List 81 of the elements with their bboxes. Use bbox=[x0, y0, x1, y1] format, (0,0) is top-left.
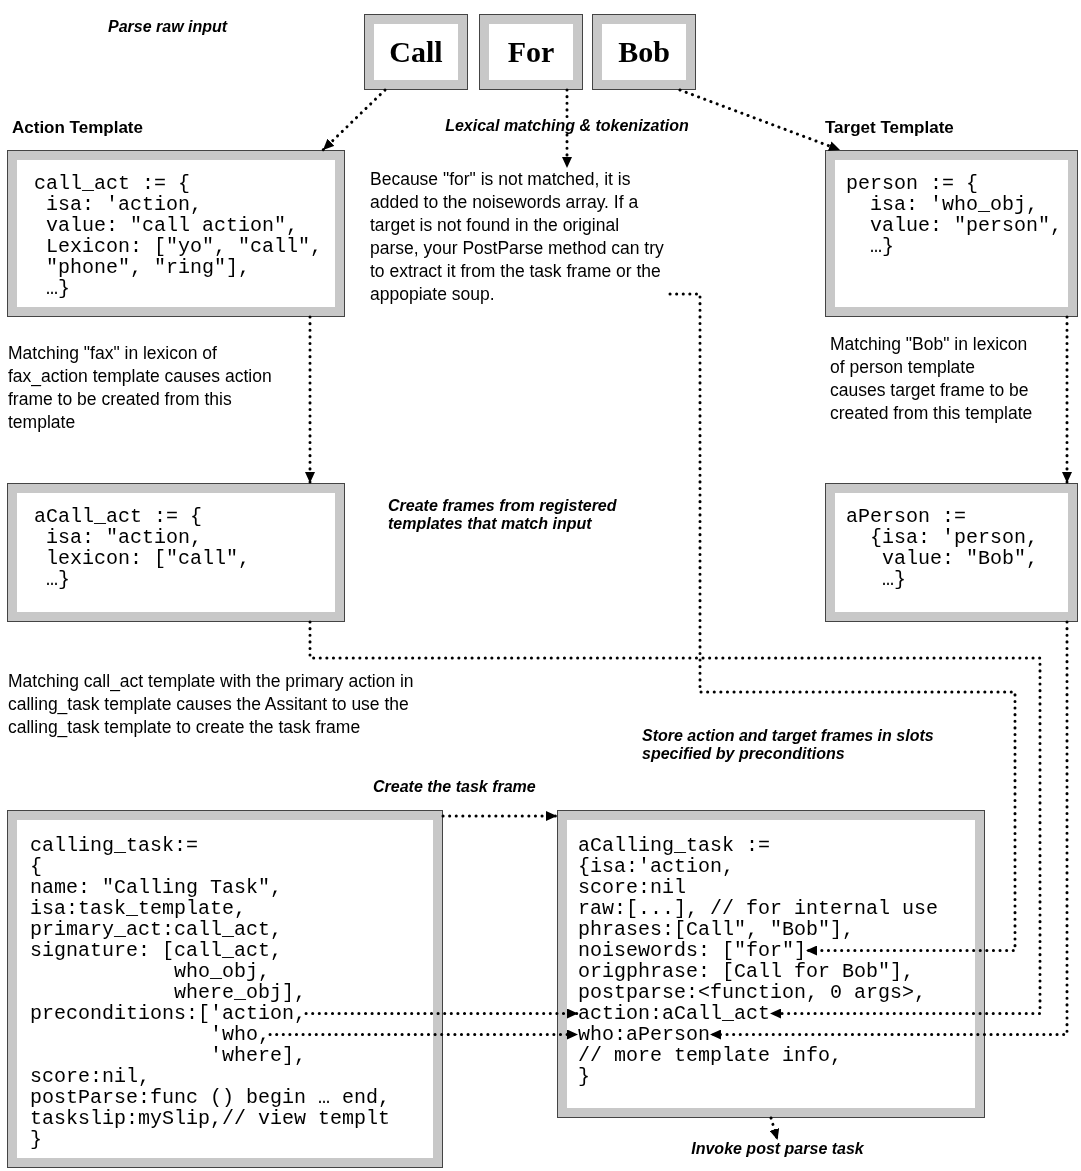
code-frame-box bbox=[825, 150, 1078, 317]
code-line: aCall_act := { bbox=[34, 506, 203, 527]
code-line: who_obj, bbox=[173, 961, 271, 982]
code-line: taskslip:mySlip,// view templt bbox=[30, 1108, 391, 1129]
code-line: aPerson := bbox=[846, 506, 967, 527]
code-line: isa: "action, bbox=[45, 527, 203, 548]
code-line: phrases:[Call", "Bob"], bbox=[578, 919, 855, 940]
code-line: { bbox=[30, 856, 42, 877]
code-line: who:aPerson bbox=[578, 1024, 711, 1045]
code-line: signature: [call_act, bbox=[30, 940, 283, 961]
code-line: "phone", "ring"], bbox=[45, 257, 251, 278]
code-line: lexicon: ["call", bbox=[45, 548, 251, 569]
token-box bbox=[364, 14, 468, 90]
code-line: origphrase: [Call for Bob"], bbox=[578, 961, 915, 982]
annotation-text: Lexical matching & tokenization bbox=[400, 117, 734, 135]
token-word: For bbox=[506, 35, 556, 69]
dotted-arrow bbox=[1062, 315, 1072, 485]
token-word: Bob bbox=[617, 35, 671, 69]
code-line: isa: 'action, bbox=[45, 194, 203, 215]
dotted-line bbox=[565, 88, 569, 119]
code-line: value: "person", bbox=[869, 215, 1063, 236]
dotted-arrow bbox=[268, 1029, 580, 1040]
dotted-arrow bbox=[304, 1008, 580, 1019]
dotted-arrow bbox=[321, 88, 387, 152]
code-line: isa: 'who_obj, bbox=[869, 194, 1039, 215]
step-caption: Create frames from registered templates that match input bbox=[388, 497, 618, 533]
code-line: noisewords: ["for"] bbox=[578, 940, 807, 961]
frame-heading: Action Template bbox=[12, 118, 143, 138]
code-line: value: "call action", bbox=[45, 215, 299, 236]
token-word: Call bbox=[388, 35, 444, 69]
code-line: Lexicon: ["yo", "call", bbox=[45, 236, 323, 257]
code-line: where_obj], bbox=[173, 982, 307, 1003]
code-line: value: "Bob", bbox=[881, 548, 1039, 569]
code-line: 'where], bbox=[209, 1045, 307, 1066]
explanation-text: Matching call_act template with the primary action in calling_task template causes the Assitant to use the calling_task template to create the task frame bbox=[8, 670, 415, 739]
code-line: …} bbox=[45, 569, 70, 590]
code-line: person := { bbox=[846, 173, 979, 194]
dotted-arrow bbox=[769, 1116, 780, 1142]
annotation-text: Invoke post parse task bbox=[640, 1140, 915, 1158]
code-line: aCalling_task := bbox=[578, 835, 771, 856]
code-frame-box bbox=[7, 483, 345, 622]
code-line: isa:task_template, bbox=[30, 898, 247, 919]
dotted-arrow bbox=[308, 620, 1042, 1019]
code-line: // more template info, bbox=[578, 1045, 843, 1066]
code-frame-box bbox=[7, 810, 443, 1168]
code-line: call_act := { bbox=[34, 173, 191, 194]
code-line: raw:[...], // for internal use bbox=[578, 898, 939, 919]
dotted-arrow bbox=[441, 811, 559, 821]
code-line: preconditions:['action, bbox=[30, 1003, 307, 1024]
code-line: postparse:<function, 0 args>, bbox=[578, 982, 927, 1003]
step-caption: Store action and target frames in slots specified by preconditions bbox=[642, 727, 935, 763]
dotted-arrow bbox=[305, 315, 315, 485]
code-line: …} bbox=[869, 236, 894, 257]
annotation-text: Because "for" is not matched, it is added to the noisewords array. If a target is not found in the original parse, your PostParse method can try to extract it from the task frame or the appopiate soup. bbox=[370, 168, 670, 306]
dotted-arrow bbox=[708, 620, 1069, 1040]
token-box bbox=[592, 14, 696, 90]
code-line: calling_task:= bbox=[30, 835, 199, 856]
dotted-arrow bbox=[668, 292, 1017, 956]
code-line: 'who, bbox=[30, 1024, 271, 1045]
code-frame-box bbox=[825, 483, 1078, 622]
code-line: …} bbox=[45, 278, 70, 299]
explanation-text: Matching "fax" in lexicon of fax_action template causes action frame to be created from this template bbox=[8, 342, 273, 434]
code-frame-box bbox=[557, 810, 985, 1118]
code-line: {isa:'action, bbox=[578, 856, 735, 877]
code-line: } bbox=[578, 1066, 590, 1087]
explanation-text: Matching "Bob" in lexicon of person template causes target frame to be created from this template bbox=[830, 333, 1034, 425]
code-line: score:nil bbox=[578, 877, 687, 898]
code-line: action:aCall_act bbox=[578, 1003, 771, 1024]
code-line: postParse:func () begin … end, bbox=[30, 1087, 391, 1108]
step-caption: Parse raw input bbox=[108, 18, 229, 36]
code-line: primary_act:call_act, bbox=[30, 919, 283, 940]
code-frame-box bbox=[7, 150, 345, 317]
code-line: } bbox=[30, 1129, 42, 1150]
code-line: score:nil, bbox=[30, 1066, 151, 1087]
dotted-arrow bbox=[678, 88, 842, 152]
code-line: name: "Calling Task", bbox=[30, 877, 283, 898]
token-box bbox=[479, 14, 583, 90]
code-line: …} bbox=[881, 569, 906, 590]
code-line: {isa: 'person, bbox=[869, 527, 1039, 548]
dotted-arrow bbox=[562, 133, 572, 170]
frame-heading: Target Template bbox=[825, 118, 954, 138]
